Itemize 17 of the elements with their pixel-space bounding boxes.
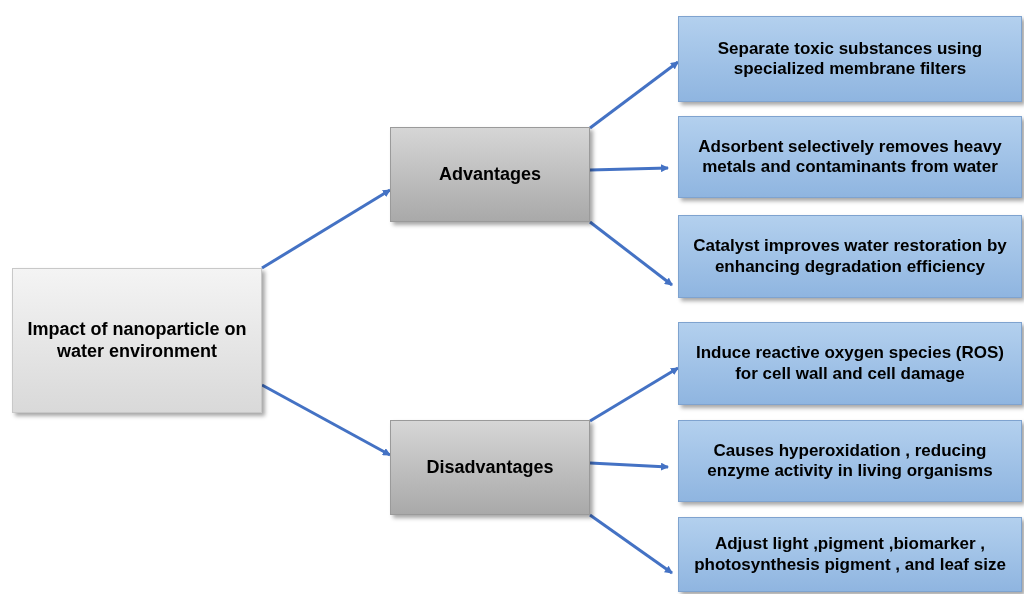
- arrow: [589, 164, 669, 173]
- effect-box: Catalyst improves water restoration by enhancing degradation efficiency: [678, 215, 1022, 298]
- arrow: [261, 383, 391, 457]
- effect-box: Causes hyperoxidation , reducing enzyme activity in living organisms: [678, 420, 1022, 502]
- arrow: [589, 461, 669, 471]
- category-box: Advantages: [390, 127, 590, 222]
- effect-box: Induce reactive oxygen species (ROS) for cell wall and cell damage: [678, 322, 1022, 405]
- arrow: [589, 366, 679, 423]
- effect-box: Adsorbent selectively removes heavy metals and contaminants from water: [678, 116, 1022, 198]
- arrow: [589, 60, 679, 130]
- topic-box: Impact of nanoparticle on water environment: [12, 268, 262, 413]
- category-box: Disadvantages: [390, 420, 590, 515]
- arrow: [261, 188, 391, 270]
- arrow: [589, 220, 673, 287]
- effect-box: Adjust light ,pigment ,biomarker , photosynthesis pigment , and leaf size: [678, 517, 1022, 592]
- effect-box: Separate toxic substances using specialized membrane filters: [678, 16, 1022, 102]
- arrow: [589, 513, 673, 575]
